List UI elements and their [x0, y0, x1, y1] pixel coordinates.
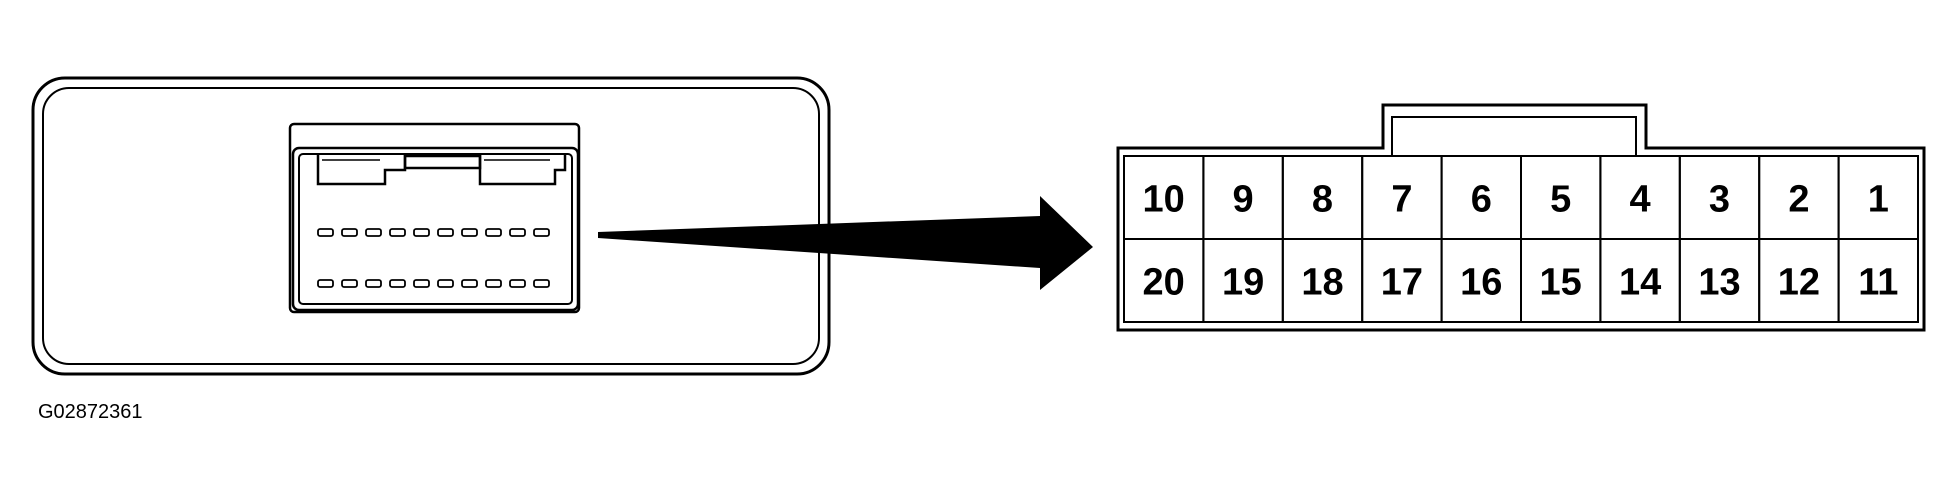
- pin-slot: [485, 279, 502, 288]
- pin-label-12: 12: [1778, 262, 1820, 304]
- housing-pin-slots-bottom: [317, 279, 550, 288]
- pin-slot: [365, 279, 382, 288]
- pin-label-8: 8: [1312, 179, 1333, 221]
- pin-label-5: 5: [1550, 179, 1571, 221]
- pin-label-13: 13: [1698, 262, 1740, 304]
- pin-label-1: 1: [1868, 179, 1889, 221]
- pin-slot: [533, 279, 550, 288]
- pin-slot: [317, 279, 334, 288]
- pin-slot: [461, 228, 478, 237]
- pin-label-20: 20: [1143, 262, 1185, 304]
- pin-slot: [413, 228, 430, 237]
- pin-slot: [365, 228, 382, 237]
- pin-label-15: 15: [1540, 262, 1582, 304]
- figure-id: G02872361: [38, 401, 143, 423]
- pin-cell-11: [1837, 238, 1919, 323]
- pin-label-14: 14: [1619, 262, 1661, 304]
- pin-label-4: 4: [1630, 179, 1651, 221]
- pin-slot: [341, 228, 358, 237]
- pin-label-6: 6: [1471, 179, 1492, 221]
- pin-slot: [461, 279, 478, 288]
- pin-slot: [485, 228, 502, 237]
- pin-label-9: 9: [1233, 179, 1254, 221]
- housing-connector: [288, 122, 581, 314]
- pin-label-18: 18: [1301, 262, 1343, 304]
- pin-label-19: 19: [1222, 262, 1264, 304]
- pin-slot: [437, 279, 454, 288]
- arrow-icon: [598, 196, 1093, 290]
- pin-slot: [341, 279, 358, 288]
- pin-slot: [437, 228, 454, 237]
- pin-slot: [389, 228, 406, 237]
- component-housing: [31, 76, 831, 376]
- housing-pin-slots-top: [317, 228, 550, 237]
- pin-slot: [509, 279, 526, 288]
- pin-cell-grid: [1123, 155, 1919, 323]
- pin-slot: [533, 228, 550, 237]
- pin-slot: [317, 228, 334, 237]
- pin-slot: [389, 279, 406, 288]
- pin-label-11: 11: [1858, 262, 1898, 304]
- pin-label-7: 7: [1391, 179, 1412, 221]
- pin-label-2: 2: [1788, 179, 1809, 221]
- pin-label-17: 17: [1381, 262, 1423, 304]
- pin-slot: [413, 279, 430, 288]
- pin-label-10: 10: [1143, 179, 1185, 221]
- pin-slot: [509, 228, 526, 237]
- pin-label-16: 16: [1460, 262, 1502, 304]
- pin-label-3: 3: [1709, 179, 1730, 221]
